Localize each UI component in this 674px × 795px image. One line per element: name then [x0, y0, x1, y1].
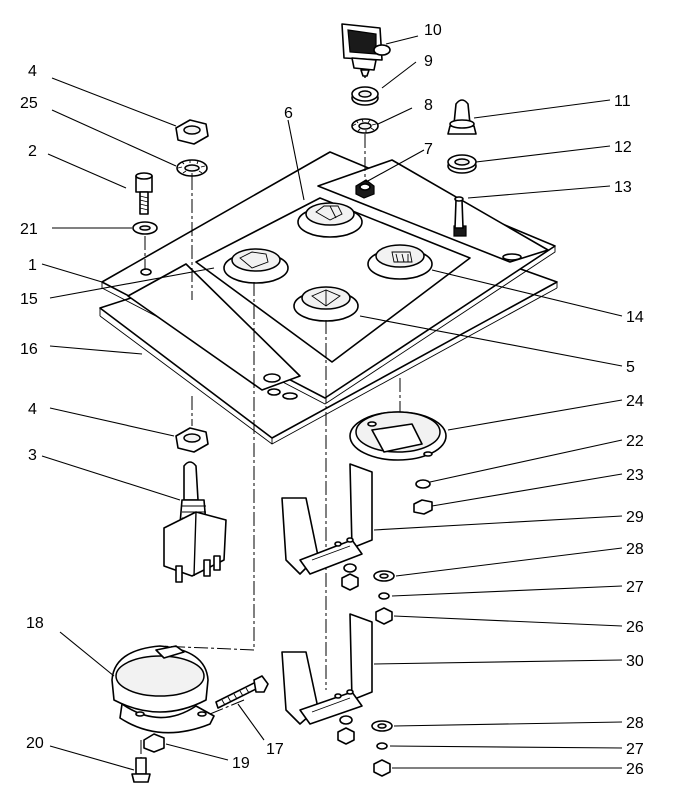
centerline-17	[209, 699, 245, 715]
callout-27-b: 27	[626, 741, 644, 758]
callout-18: 18	[26, 615, 44, 632]
overlay-strip-top	[267, 159, 549, 400]
fasteners-29	[341, 563, 395, 625]
callout-19: 19	[232, 755, 250, 772]
callout-26-b: 26	[626, 761, 644, 778]
callout-12: 12	[614, 139, 632, 156]
callout-14: 14	[626, 309, 644, 326]
callout-2: 2	[28, 143, 37, 160]
callout-23: 23	[626, 467, 644, 484]
key-switch-10	[341, 23, 391, 78]
callout-30: 30	[626, 653, 644, 670]
callout-8: 8	[424, 97, 433, 114]
washer-21	[132, 221, 158, 235]
callout-21: 21	[20, 221, 38, 238]
bolt-17	[215, 675, 269, 709]
callout-25: 25	[20, 95, 38, 112]
washer-8	[351, 118, 379, 134]
fasteners-30	[337, 715, 393, 777]
nut-12	[447, 154, 477, 174]
callout-3: 3	[28, 447, 37, 464]
overlay-15	[127, 263, 301, 391]
callout-labels: 4 25 2 21 1 15 16 4 3 6 10 9 8 7 11 12 1…	[20, 22, 644, 778]
nut-19	[143, 733, 165, 753]
callout-27-a: 27	[626, 579, 644, 596]
callout-16: 16	[20, 341, 38, 358]
bracket-29	[281, 463, 373, 575]
callout-20: 20	[26, 735, 44, 752]
gauge-6	[297, 202, 363, 238]
washer-22	[415, 479, 431, 489]
switch-13	[453, 196, 467, 237]
toggle-switch-3	[163, 461, 227, 583]
callout-29: 29	[626, 509, 644, 526]
callout-9: 9	[424, 53, 433, 70]
callout-15: 15	[20, 291, 38, 308]
callout-6: 6	[284, 105, 293, 122]
bezel-24	[349, 411, 447, 461]
centerline-clamp	[159, 645, 255, 651]
callout-10: 10	[424, 22, 442, 39]
callout-4-lower: 4	[28, 401, 37, 418]
nut-7	[355, 179, 375, 199]
nut-4-lower	[175, 427, 209, 453]
nut-9	[351, 86, 379, 106]
screw-2	[135, 172, 153, 215]
callout-26-a: 26	[626, 619, 644, 636]
bracket-30	[281, 613, 373, 725]
callout-4-top: 4	[28, 63, 37, 80]
clamp-18	[111, 645, 215, 734]
callout-28-b: 28	[626, 715, 644, 732]
callout-5: 5	[626, 359, 635, 376]
callout-1: 1	[28, 257, 37, 274]
callout-28-a: 28	[626, 541, 644, 558]
callout-17: 17	[266, 741, 284, 758]
washer-25	[176, 159, 208, 177]
callout-13: 13	[614, 179, 632, 196]
leader-lines	[41, 35, 623, 771]
nut-23	[413, 499, 433, 515]
callout-22: 22	[626, 433, 644, 450]
callout-7: 7	[424, 141, 433, 158]
gauge-14	[367, 244, 433, 280]
gauge-15	[223, 248, 289, 284]
callout-11: 11	[614, 93, 631, 110]
nut-4-top	[175, 119, 209, 145]
toggle-switch-11	[447, 99, 477, 135]
overlay-14	[195, 197, 471, 363]
screw-20	[131, 757, 151, 783]
callout-24: 24	[626, 393, 644, 410]
